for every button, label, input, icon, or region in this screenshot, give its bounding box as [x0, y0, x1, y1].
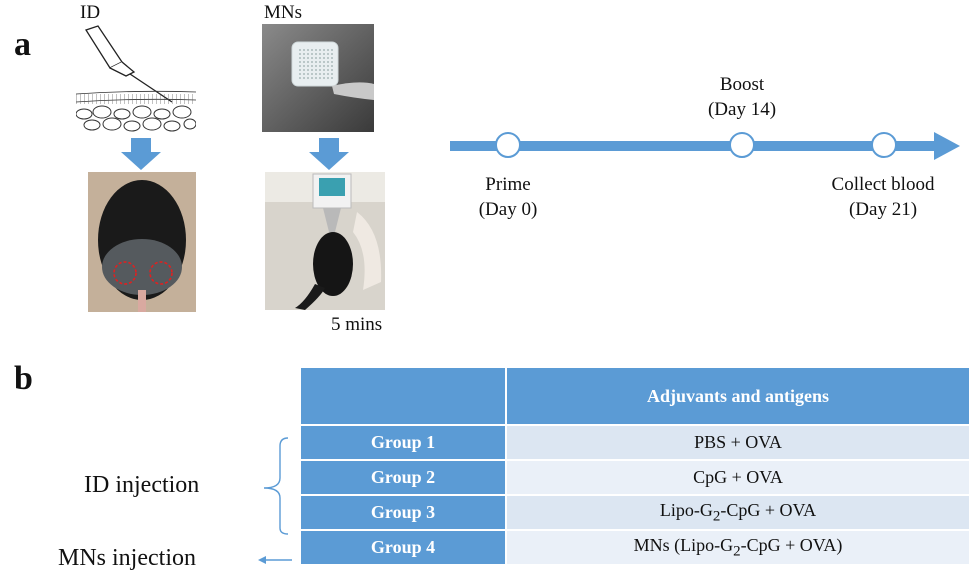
boost-event: Boost (Day 14): [682, 72, 802, 122]
boost-day: (Day 14): [707, 99, 777, 120]
table-row: Group 2 CpG + OVA: [301, 459, 969, 494]
panel-b-letter: b: [14, 360, 33, 397]
table-row: Group 3 Lipo-G2-CpG + OVA: [301, 494, 969, 529]
treatment-pre: Lipo-G: [659, 499, 713, 520]
boost-name: Boost: [719, 74, 765, 95]
collect-day: (Day 21): [848, 199, 918, 220]
treatment-sub: 2: [733, 543, 741, 560]
intradermal-skin-illustration: [76, 25, 196, 132]
id-injection-brace: [263, 437, 289, 535]
id-injection-label: ID injection: [84, 472, 200, 498]
panel-a-letter: a: [14, 26, 31, 63]
left-arrow-icon: [258, 556, 292, 564]
mouse-mns-photo: [265, 172, 385, 310]
prime-event: Prime (Day 0): [448, 172, 568, 222]
treatment-sub: 2: [712, 508, 721, 525]
table-row: Group 4 MNs (Lipo-G2-CpG + OVA): [301, 529, 969, 564]
injection-site-left: [113, 261, 137, 285]
mns-label: MNs: [264, 2, 303, 23]
collect-blood-marker: [871, 132, 897, 158]
boost-marker: [729, 132, 755, 158]
down-arrow-icon: [121, 138, 161, 170]
header-empty-cell: [301, 368, 507, 424]
down-arrow-icon: [309, 138, 349, 170]
prime-marker: [495, 132, 521, 158]
collect-name: Collect blood: [831, 174, 935, 195]
table-row: Group 1 PBS + OVA: [301, 424, 969, 459]
id-label: ID: [80, 2, 101, 23]
injection-site-right: [149, 261, 173, 285]
duration-label: 5 mins: [331, 314, 383, 335]
treatment-pre: MNs (Lipo-G: [633, 534, 734, 555]
mouse-id-photo: [88, 172, 196, 312]
treatment-post: -CpG + OVA: [720, 499, 817, 520]
treatment-cell: PBS + OVA: [507, 424, 969, 459]
header-adjuvants: Adjuvants and antigens: [507, 368, 969, 424]
group-cell: Group 1: [301, 424, 507, 459]
timeline-arrow: [450, 132, 960, 160]
groups-table: Adjuvants and antigens Group 1 PBS + OVA…: [301, 368, 969, 564]
treatment-cell: Lipo-G2-CpG + OVA: [507, 494, 969, 529]
treatment-cell: MNs (Lipo-G2-CpG + OVA): [507, 529, 969, 564]
treatment-post: -CpG + OVA): [740, 534, 843, 555]
table-header-row: Adjuvants and antigens: [301, 368, 969, 424]
mns-injection-label: MNs injection: [58, 545, 196, 571]
group-cell: Group 4: [301, 529, 507, 564]
group-cell: Group 3: [301, 494, 507, 529]
microneedle-patch-photo: [262, 24, 374, 132]
collect-blood-event: Collect blood (Day 21): [808, 172, 958, 222]
prime-day: (Day 0): [478, 199, 538, 220]
treatment-cell: CpG + OVA: [507, 459, 969, 494]
prime-name: Prime: [485, 174, 531, 195]
group-cell: Group 2: [301, 459, 507, 494]
